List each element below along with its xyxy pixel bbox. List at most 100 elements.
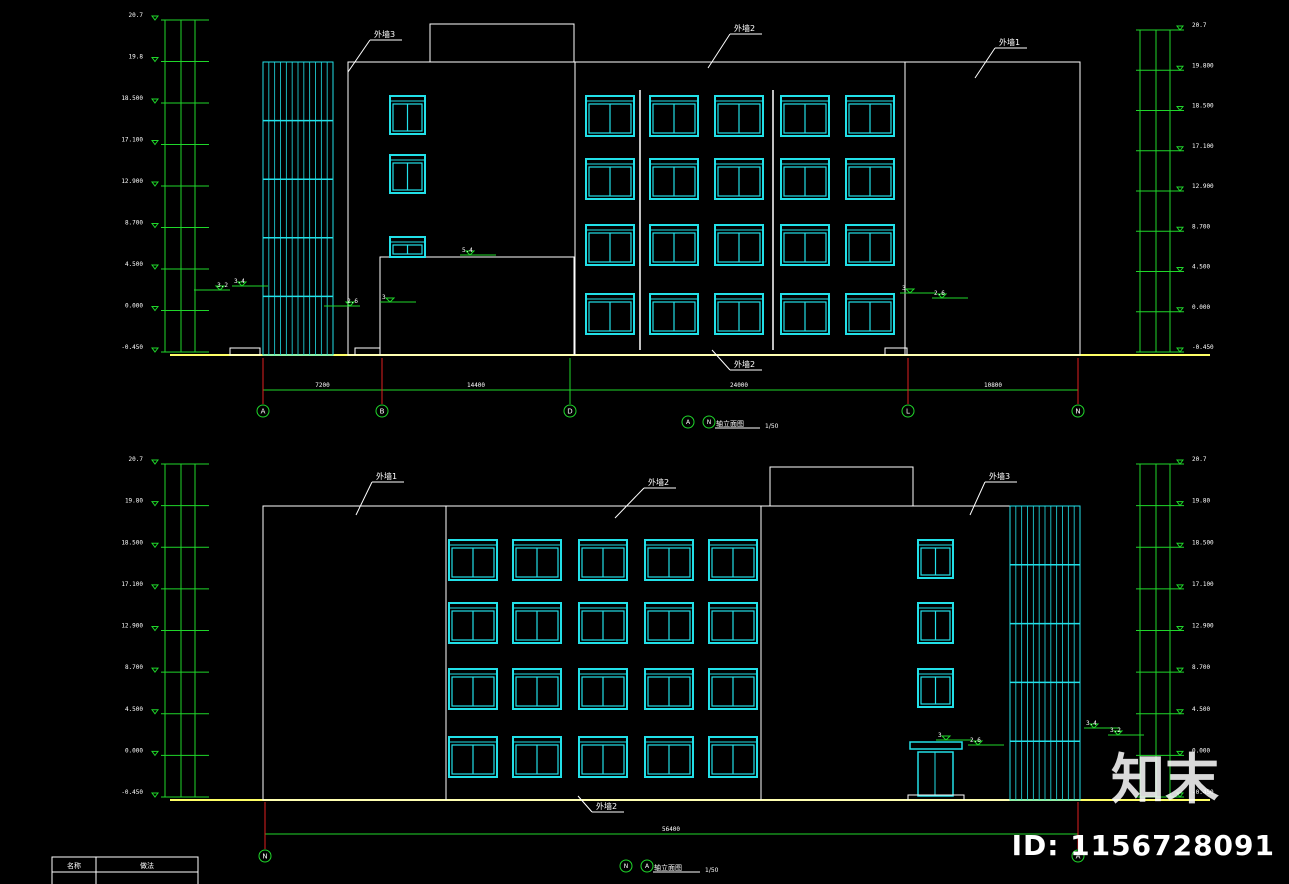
window-frame xyxy=(448,602,498,644)
level-triangle xyxy=(1176,65,1184,72)
leader-line xyxy=(347,39,371,73)
title-bubble xyxy=(640,859,654,873)
view-scale: 1/50 xyxy=(705,867,719,874)
level-triangle xyxy=(151,306,159,312)
window xyxy=(780,224,830,266)
window-frame xyxy=(845,293,895,335)
window xyxy=(845,158,895,200)
window xyxy=(512,602,562,644)
level-text: 3.2 xyxy=(1110,727,1121,734)
window xyxy=(585,95,635,137)
level-value: 17.100 xyxy=(121,581,143,588)
material-tag: 外墙2 xyxy=(577,795,624,813)
level-triangle xyxy=(151,750,159,757)
level-value: 12.900 xyxy=(1192,183,1214,190)
level-value: 17.100 xyxy=(1192,143,1214,150)
grid-circle xyxy=(1071,849,1085,863)
span-dim: 24000 xyxy=(730,382,748,389)
material-tag: 外墙2 xyxy=(614,477,676,519)
window-frame xyxy=(917,668,954,708)
level-triangle xyxy=(151,501,159,507)
window-frame xyxy=(649,293,699,335)
level-triangle xyxy=(151,264,159,270)
window xyxy=(585,293,635,335)
level-value: 4.500 xyxy=(125,706,143,713)
grid-circle xyxy=(901,404,915,418)
window xyxy=(512,539,562,581)
level-mark: 3.4 xyxy=(232,278,268,287)
window xyxy=(708,539,758,581)
level-mark: 3.2 xyxy=(194,282,230,291)
grid-axis-label: B xyxy=(380,408,385,416)
window-frame xyxy=(845,158,895,200)
material-tag: 外墙1 xyxy=(355,471,404,516)
window xyxy=(448,668,498,710)
level-column: 20.719.8018.50017.10012.9008.7004.5000.0… xyxy=(121,456,209,798)
level-value: 17.100 xyxy=(1192,581,1214,588)
level-triangle xyxy=(151,709,159,715)
span-dim: 56400 xyxy=(662,826,680,833)
view-scale: 1/50 xyxy=(765,423,779,430)
level-mark: 5.4 xyxy=(460,247,496,256)
window xyxy=(714,224,764,266)
material-label: 外墙1 xyxy=(999,37,1020,47)
level-value: 20.7 xyxy=(1192,22,1207,29)
window-frame xyxy=(578,668,628,710)
level-triangle xyxy=(1176,542,1184,549)
level-value: 20.7 xyxy=(129,456,144,463)
window xyxy=(585,224,635,266)
window-frame xyxy=(917,602,954,644)
material-tag: 外墙1 xyxy=(974,37,1027,79)
material-label: 外墙2 xyxy=(648,477,669,487)
window-frame xyxy=(512,736,562,778)
legend-table: 名称做法 xyxy=(51,856,199,884)
entry-step xyxy=(354,347,381,356)
level-value: 18.500 xyxy=(1192,539,1214,546)
level-triangle xyxy=(1176,186,1184,192)
material-label: 外墙2 xyxy=(734,23,755,33)
window-frame xyxy=(644,539,694,581)
material-tag: 外墙3 xyxy=(969,471,1017,516)
material-label: 外墙1 xyxy=(376,471,397,481)
level-triangle xyxy=(1176,267,1184,273)
level-triangle xyxy=(1176,626,1184,632)
window xyxy=(649,158,699,200)
window xyxy=(578,539,628,581)
level-value: 19.800 xyxy=(1192,62,1214,69)
entry-step xyxy=(229,347,261,356)
level-triangle xyxy=(1176,106,1184,112)
level-triangle xyxy=(1176,347,1184,353)
window xyxy=(448,736,498,778)
level-triangle xyxy=(1176,709,1184,715)
level-mark: 3.2 xyxy=(1108,727,1144,736)
level-text: 2.6 xyxy=(934,290,945,297)
leader-line xyxy=(974,47,996,79)
window xyxy=(917,602,954,644)
level-triangle xyxy=(1176,792,1184,798)
level-value: -0.450 xyxy=(121,344,143,351)
material-label: 外墙3 xyxy=(989,471,1010,481)
window xyxy=(708,602,758,644)
level-triangle xyxy=(1176,307,1184,313)
level-column: 20.719.818.50017.10012.9008.7004.5000.00… xyxy=(121,12,209,353)
roof-stair-box xyxy=(769,466,914,507)
material-tag: 外墙3 xyxy=(347,29,402,73)
grid-bubble: N xyxy=(258,849,272,863)
window-frame xyxy=(780,293,830,335)
window xyxy=(644,736,694,778)
level-triangle xyxy=(1176,501,1184,507)
window-frame xyxy=(512,602,562,644)
window-frame xyxy=(845,95,895,137)
title-bubble xyxy=(619,859,633,873)
level-value: 0.000 xyxy=(125,747,143,754)
level-value: 0.000 xyxy=(1192,747,1210,754)
level-triangle xyxy=(151,181,159,187)
level-triangle xyxy=(936,293,948,299)
window xyxy=(389,154,426,194)
level-value: -0.450 xyxy=(1192,789,1214,796)
window xyxy=(714,158,764,200)
window xyxy=(714,95,764,137)
window xyxy=(389,236,426,258)
window-frame xyxy=(578,539,628,581)
